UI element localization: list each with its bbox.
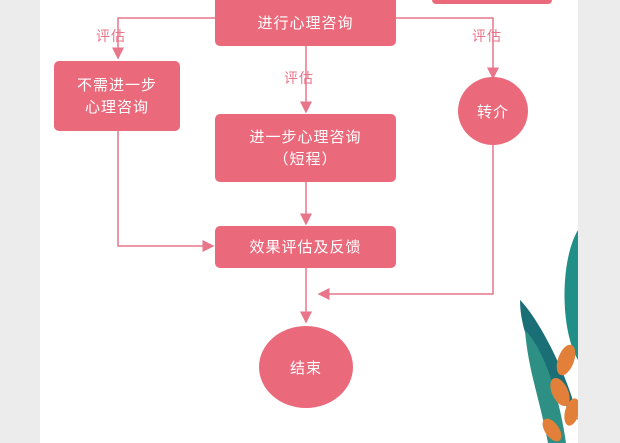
node-end-label: 结束 bbox=[289, 358, 322, 377]
edge-to-referral bbox=[396, 17, 499, 80]
node-further-line2: （短程） bbox=[273, 150, 338, 168]
edge-label-left: 评估 bbox=[96, 29, 126, 45]
node-evaluation-feedback: 效果评估及反馈 bbox=[215, 226, 396, 268]
edge-referral-to-end bbox=[317, 145, 494, 300]
node-counseling-label: 进行心理咨询 bbox=[257, 14, 354, 32]
leaf-teal-top bbox=[564, 230, 578, 360]
right-margin bbox=[578, 0, 620, 443]
node-referral-label: 转介 bbox=[476, 102, 509, 121]
node-no-further-line1: 不需进一步 bbox=[76, 76, 157, 94]
node-further-counseling: 进一步心理咨询 （短程） bbox=[215, 114, 396, 182]
node-evaluation-label: 效果评估及反馈 bbox=[249, 238, 362, 256]
node-end: 结束 bbox=[259, 326, 353, 408]
node-further-line1: 进一步心理咨询 bbox=[249, 128, 362, 146]
leaf-orange-cluster bbox=[542, 344, 580, 442]
node-no-further-line2: 心理咨询 bbox=[84, 98, 149, 116]
edge-label-center: 评估 bbox=[284, 71, 314, 87]
node-counseling: 进行心理咨询 bbox=[215, 0, 396, 46]
node-referral: 转介 bbox=[458, 77, 528, 145]
cropped-node-top-right bbox=[432, 0, 552, 4]
edge-to-no-need bbox=[112, 17, 215, 60]
node-no-further-counseling: 不需进一步 心理咨询 bbox=[54, 61, 180, 131]
edge-label-right: 评估 bbox=[472, 29, 502, 45]
left-margin bbox=[0, 0, 40, 443]
leaf-teal-lower bbox=[525, 330, 566, 443]
edge-no-need-to-eval bbox=[117, 131, 215, 252]
